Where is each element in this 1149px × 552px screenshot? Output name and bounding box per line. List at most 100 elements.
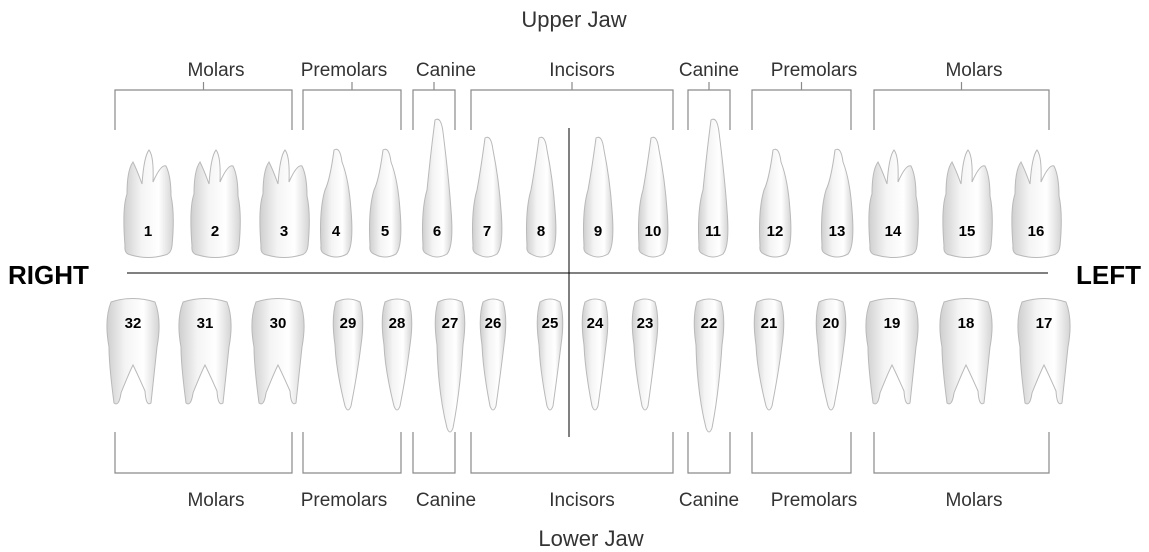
upper-tooth-4: 4 bbox=[321, 149, 352, 257]
tooth-number-label: 26 bbox=[485, 315, 502, 332]
tooth-number-label: 22 bbox=[701, 315, 718, 332]
tooth-number-label: 10 bbox=[645, 223, 662, 240]
upper-bracket-6 bbox=[752, 82, 851, 130]
lower-tooth-24: 24 bbox=[582, 299, 608, 410]
tooth-number-label: 31 bbox=[197, 315, 214, 332]
tooth-number-label: 20 bbox=[823, 315, 840, 332]
tooth-number-label: 21 bbox=[761, 315, 778, 332]
lower-tooth-19: 19 bbox=[866, 299, 918, 404]
lower-bracket-6 bbox=[752, 432, 851, 473]
lower-group-label-1: Molars bbox=[187, 490, 244, 511]
lower-bracket-5 bbox=[688, 432, 730, 473]
upper-tooth-13: 13 bbox=[822, 149, 853, 257]
upper-tooth-3: 3 bbox=[260, 150, 309, 258]
tooth-number-label: 32 bbox=[125, 315, 142, 332]
tooth-number-label: 11 bbox=[705, 223, 721, 240]
lower-tooth-22: 22 bbox=[694, 299, 724, 432]
upper-bracket-1 bbox=[115, 82, 292, 130]
lower-bracket-7 bbox=[874, 432, 1049, 473]
lower-group-label-2: Premolars bbox=[301, 490, 388, 511]
tooth-number-label: 2 bbox=[211, 223, 219, 240]
upper-tooth-9: 9 bbox=[584, 137, 613, 257]
tooth-3-shape bbox=[260, 150, 309, 258]
tooth-number-label: 5 bbox=[381, 223, 389, 240]
lower-bracket-3 bbox=[413, 432, 455, 473]
lower-tooth-26: 26 bbox=[480, 299, 506, 410]
upper-tooth-10: 10 bbox=[639, 137, 668, 257]
upper-tooth-6: 6 bbox=[423, 119, 452, 257]
tooth-12-shape bbox=[760, 149, 791, 257]
upper-tooth-2: 2 bbox=[191, 150, 240, 258]
tooth-number-label: 16 bbox=[1028, 223, 1045, 240]
lower-tooth-27: 27 bbox=[435, 299, 465, 432]
tooth-number-label: 29 bbox=[340, 315, 357, 332]
lower-tooth-28: 28 bbox=[382, 299, 412, 410]
upper-group-label-7: Molars bbox=[945, 60, 1002, 81]
upper-bracket-3 bbox=[413, 82, 455, 130]
lower-tooth-32: 32 bbox=[107, 299, 159, 404]
tooth-number-label: 4 bbox=[332, 223, 341, 240]
upper-tooth-16: 16 bbox=[1012, 150, 1061, 258]
upper-tooth-8: 8 bbox=[527, 137, 556, 257]
tooth-1-shape bbox=[124, 150, 173, 258]
tooth-number-label: 27 bbox=[442, 315, 459, 332]
tooth-15-shape bbox=[943, 150, 992, 258]
right-side-label: RIGHT bbox=[8, 260, 89, 290]
lower-bracket-2 bbox=[303, 432, 401, 473]
tooth-number-label: 25 bbox=[542, 315, 559, 332]
lower-group-label-3: Canine bbox=[416, 490, 476, 511]
lower-tooth-23: 23 bbox=[632, 299, 658, 410]
lower-group-label-6: Premolars bbox=[771, 490, 858, 511]
lower-group-label-7: Molars bbox=[945, 490, 1002, 511]
upper-group-label-4: Incisors bbox=[549, 60, 614, 81]
lower-tooth-21: 21 bbox=[754, 299, 784, 410]
lower-bracket-1 bbox=[115, 432, 292, 473]
tooth-14-shape bbox=[869, 150, 918, 258]
lower-teeth: 32 31 30 29 28 27 26 25 24 23 22 21 20 19 18 17 bbox=[107, 299, 1070, 433]
tooth-number-label: 1 bbox=[144, 223, 152, 240]
tooth-number-label: 23 bbox=[637, 315, 654, 332]
tooth-number-label: 14 bbox=[885, 223, 902, 240]
lower-bracket-4 bbox=[471, 432, 673, 473]
tooth-number-label: 30 bbox=[270, 315, 287, 332]
tooth-2-shape bbox=[191, 150, 240, 258]
tooth-number-label: 17 bbox=[1036, 315, 1053, 332]
lower-group-brackets: Molars Premolars Canine Incisors Canine Premo… bbox=[115, 432, 1049, 511]
lower-tooth-31: 31 bbox=[179, 299, 231, 404]
tooth-number-label: 7 bbox=[483, 223, 491, 240]
tooth-number-label: 19 bbox=[884, 315, 901, 332]
tooth-number-label: 3 bbox=[280, 223, 288, 240]
upper-group-label-2: Premolars bbox=[301, 60, 388, 81]
upper-group-label-6: Premolars bbox=[771, 60, 858, 81]
upper-bracket-5 bbox=[688, 82, 730, 130]
tooth-number-label: 24 bbox=[587, 315, 604, 332]
upper-tooth-11: 11 bbox=[699, 119, 728, 257]
lower-tooth-17: 17 bbox=[1018, 299, 1070, 404]
tooth-number-label: 18 bbox=[958, 315, 975, 332]
tooth-number-label: 15 bbox=[959, 223, 976, 240]
upper-tooth-1: 1 bbox=[124, 150, 173, 258]
lower-tooth-18: 18 bbox=[940, 299, 992, 404]
upper-group-label-1: Molars bbox=[187, 60, 244, 81]
tooth-5-shape bbox=[370, 149, 401, 257]
upper-tooth-14: 14 bbox=[869, 150, 918, 258]
tooth-number-label: 13 bbox=[829, 223, 846, 240]
upper-jaw-title: Upper Jaw bbox=[521, 7, 626, 32]
upper-tooth-12: 12 bbox=[760, 149, 791, 257]
lower-tooth-25: 25 bbox=[537, 299, 563, 410]
lower-group-label-4: Incisors bbox=[549, 490, 614, 511]
tooth-number-label: 28 bbox=[389, 315, 406, 332]
upper-tooth-5: 5 bbox=[370, 149, 401, 257]
tooth-number-label: 9 bbox=[594, 223, 602, 240]
left-side-label: LEFT bbox=[1076, 260, 1141, 290]
lower-tooth-29: 29 bbox=[333, 299, 363, 410]
lower-jaw-title: Lower Jaw bbox=[538, 526, 643, 551]
tooth-number-label: 6 bbox=[433, 223, 441, 240]
tooth-4-shape bbox=[321, 149, 352, 257]
upper-tooth-15: 15 bbox=[943, 150, 992, 258]
lower-group-label-5: Canine bbox=[679, 490, 739, 511]
tooth-number-label: 12 bbox=[767, 223, 784, 240]
